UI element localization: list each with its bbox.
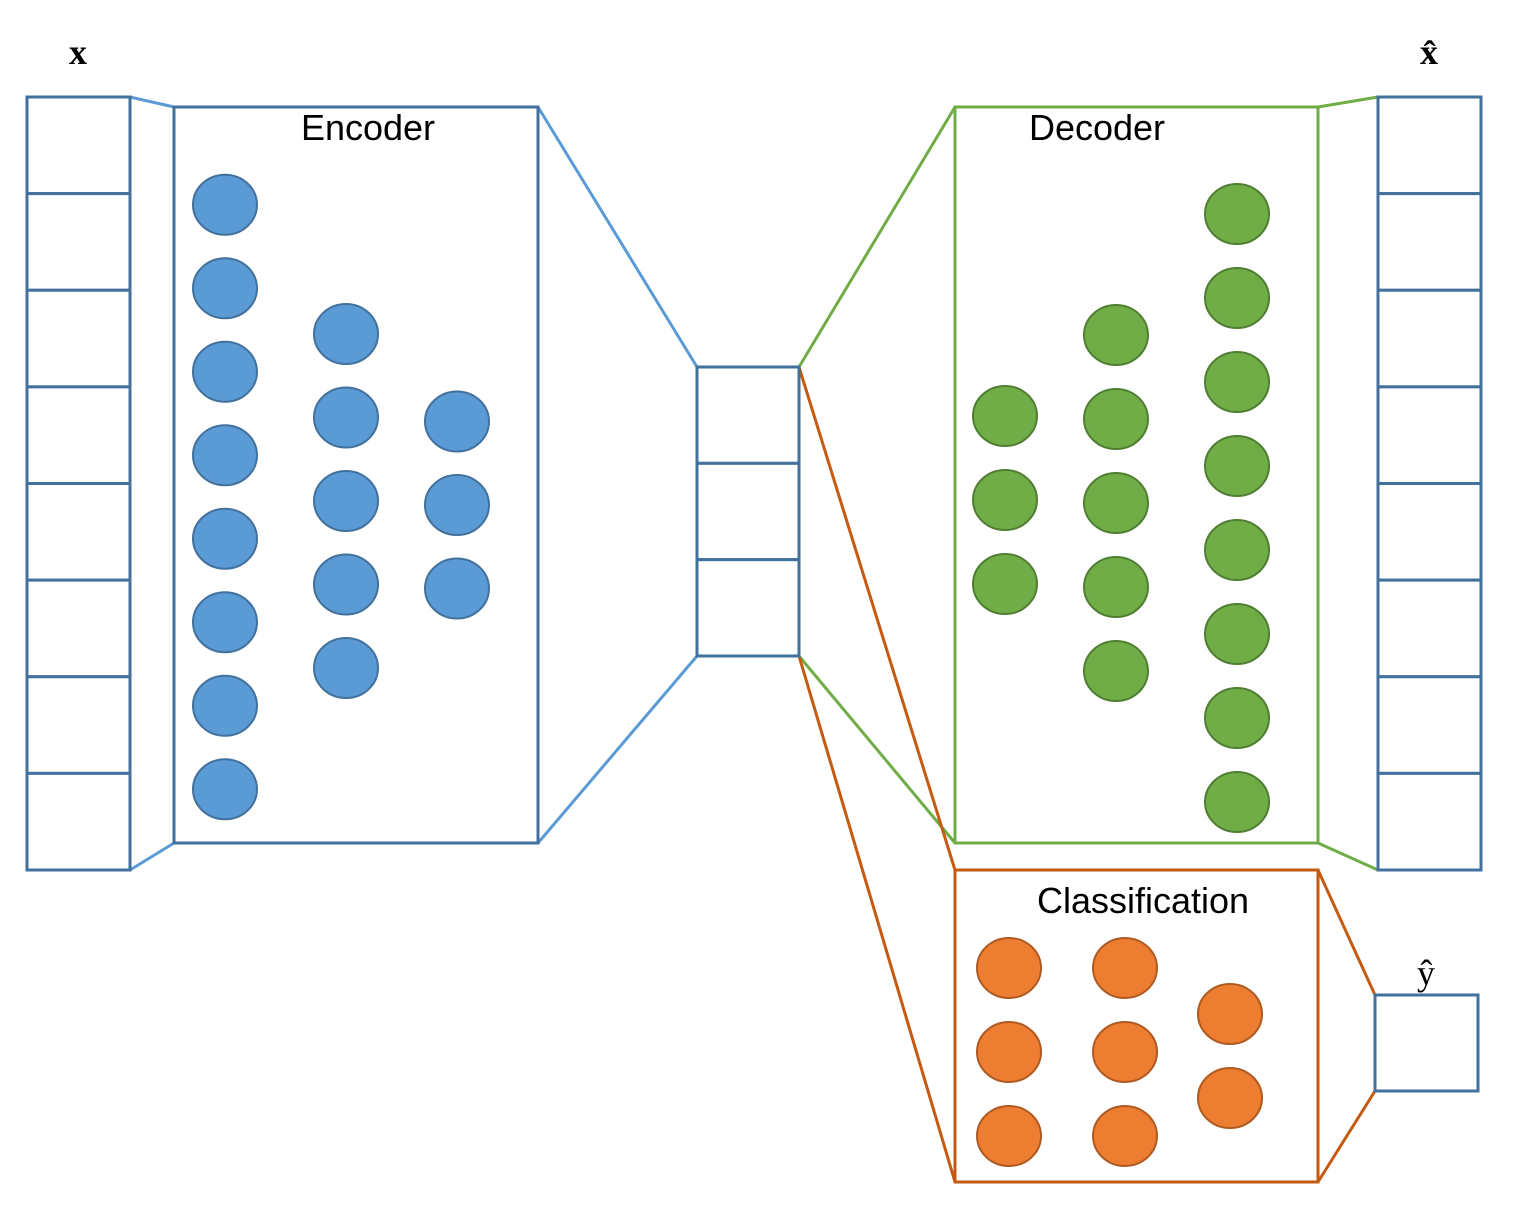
input-encoder-connector-top <box>129 95 175 109</box>
prediction-label: ŷ <box>1417 953 1435 993</box>
decoder-output-connector-top <box>1317 95 1379 109</box>
encoder-layer-1-node-4 <box>192 424 258 487</box>
input-encoder-connector-bottom <box>129 841 175 872</box>
output-vector-cell-3 <box>1376 288 1483 389</box>
classification-layer-1-node-2 <box>976 1021 1042 1083</box>
encoder-latent-connector-bottom <box>536 655 699 844</box>
latent-classification-connector-bottom <box>797 655 957 1183</box>
encoder-nodes <box>192 173 490 821</box>
classification-layer-1-node-1 <box>976 937 1042 999</box>
latent-decoder-connector-top <box>797 106 957 368</box>
decoder-layer-1-node-1 <box>972 385 1038 447</box>
input-vector-cell-1 <box>25 95 132 196</box>
classification-prediction-connector-top <box>1316 869 1377 996</box>
decoder-layer-3-node-3 <box>1204 351 1270 413</box>
decoder-layer-3-node-8 <box>1204 771 1270 833</box>
output-vector-cell-8 <box>1376 771 1483 872</box>
output-vector-cell-6 <box>1376 578 1483 679</box>
encoder-layer-1-node-2 <box>192 257 258 320</box>
encoder-layer-2-node-5 <box>313 637 379 699</box>
decoder-layer-2-node-2 <box>1083 388 1149 450</box>
encoder-latent-connector-top <box>536 106 699 368</box>
output-vector-cell-2 <box>1376 192 1483 292</box>
decoder-layer-3-node-4 <box>1204 435 1270 497</box>
classification-nodes <box>976 937 1263 1167</box>
classification-box <box>953 868 1320 1184</box>
decoder-layer-2-node-4 <box>1083 556 1149 618</box>
latent-decoder-connector-bottom <box>797 655 957 844</box>
input-vector-cell-6 <box>25 578 132 679</box>
classification-prediction-connector-bottom <box>1316 1090 1377 1183</box>
encoder-layer-2-node-4 <box>313 553 379 616</box>
classification-layer-3-node-1 <box>1197 983 1263 1045</box>
input-vector-cell-7 <box>25 675 132 775</box>
encoder-layer-1-node-1 <box>192 173 258 236</box>
encoder-layer-1-node-6 <box>192 591 258 654</box>
encoder-layer-1-node-3 <box>192 340 258 403</box>
latent-vector-cell-1 <box>695 365 801 465</box>
encoder-title: Encoder <box>301 107 435 148</box>
decoder-box <box>953 105 1320 845</box>
classification-layer-2-node-3 <box>1092 1105 1158 1167</box>
classification-layer-1-node-3 <box>976 1105 1042 1167</box>
connector-lines <box>129 95 1379 1183</box>
decoder-output-connector-bottom <box>1317 841 1379 872</box>
prediction-vector <box>1373 993 1480 1093</box>
encoder-layer-3-node-1 <box>424 390 490 453</box>
reconstruction-label: x̂ <box>1420 32 1438 72</box>
input-label: x <box>69 32 87 72</box>
input-vector-cell-2 <box>25 192 132 292</box>
decoder-layer-2-node-1 <box>1083 304 1149 366</box>
output-vector-cell-1 <box>1376 95 1483 196</box>
decoder-layer-3-node-6 <box>1204 603 1270 665</box>
output-vector-cell-5 <box>1376 482 1483 582</box>
decoder-nodes <box>972 183 1270 833</box>
input-vector-cell-4 <box>25 385 132 485</box>
output-vector-cell-7 <box>1376 675 1483 775</box>
input-vector-cell-5 <box>25 482 132 582</box>
decoder-layer-2-node-3 <box>1083 472 1149 534</box>
decoder-layer-2-node-5 <box>1083 640 1149 702</box>
decoder-title: Decoder <box>1029 107 1165 148</box>
decoder-layer-1-node-3 <box>972 553 1038 615</box>
decoder-layer-3-node-2 <box>1204 267 1270 329</box>
decoder-layer-3-node-5 <box>1204 519 1270 581</box>
latent-vector-cell-2 <box>695 461 801 562</box>
classification-title: Classification <box>1037 880 1249 921</box>
decoder-layer-1-node-2 <box>972 469 1038 531</box>
classification-layer-2-node-2 <box>1092 1021 1158 1083</box>
decoder-layer-3-node-7 <box>1204 687 1270 749</box>
latent-classification-connector-top <box>797 366 957 871</box>
encoder-layer-3-node-3 <box>424 557 490 620</box>
output-vector <box>1376 95 1483 872</box>
latent-vector <box>695 365 801 658</box>
input-vector-cell-8 <box>25 771 132 872</box>
classification-layer-3-node-2 <box>1197 1067 1263 1129</box>
encoder-layer-1-node-8 <box>192 758 258 821</box>
encoder-layer-1-node-7 <box>192 674 258 737</box>
encoder-layer-2-node-2 <box>313 386 379 449</box>
input-vector <box>25 95 132 872</box>
encoder-layer-1-node-5 <box>192 507 258 570</box>
encoder-layer-2-node-3 <box>313 470 379 532</box>
input-vector-cell-3 <box>25 288 132 389</box>
classification-layer-2-node-1 <box>1092 937 1158 999</box>
encoder-layer-2-node-1 <box>313 303 379 365</box>
encoder-box <box>172 105 540 845</box>
decoder-layer-3-node-1 <box>1204 183 1270 245</box>
encoder-layer-3-node-2 <box>424 474 490 536</box>
prediction-vector-cell-1 <box>1373 993 1480 1093</box>
latent-vector-cell-3 <box>695 558 801 658</box>
output-vector-cell-4 <box>1376 385 1483 485</box>
